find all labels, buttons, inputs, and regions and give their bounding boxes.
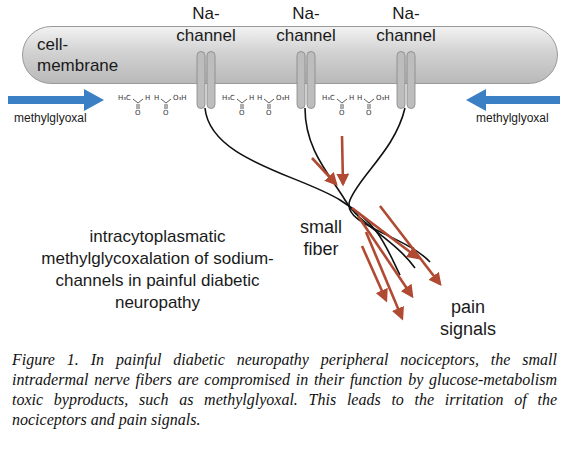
membrane-label: cell- membrane bbox=[37, 34, 118, 76]
atom-label: H bbox=[145, 95, 150, 102]
atom-label: O bbox=[339, 110, 345, 117]
cell-membrane-band: cell- membraneNa- channelNa- channelNa- … bbox=[22, 26, 558, 84]
label-holder: methylglyoxal bbox=[476, 112, 549, 124]
bond bbox=[139, 104, 140, 109]
fiber-label: small fiber bbox=[300, 216, 342, 260]
compound-label: methylglyoxal bbox=[14, 112, 87, 124]
bond bbox=[364, 99, 374, 103]
inflow-arrow bbox=[466, 89, 560, 111]
label-holder: H₃C bbox=[118, 95, 131, 102]
label-holder: H bbox=[249, 95, 254, 102]
bond bbox=[264, 99, 274, 103]
channel-pillar bbox=[207, 52, 215, 109]
channel-pillar bbox=[397, 52, 405, 109]
signal-arrow bbox=[366, 232, 402, 318]
bond bbox=[165, 104, 166, 109]
bond bbox=[337, 99, 347, 103]
bond bbox=[241, 104, 242, 109]
atom-label: O₃H bbox=[376, 95, 390, 102]
bond bbox=[268, 104, 269, 109]
label-holder: O₃H bbox=[376, 95, 390, 102]
signal-arrow bbox=[352, 208, 418, 258]
label-holder: O₃H bbox=[276, 95, 290, 102]
atom-label: H bbox=[357, 95, 362, 102]
atom-label: O₃H bbox=[173, 95, 187, 102]
atom-label: O bbox=[366, 110, 372, 117]
channel-label: Na- channel bbox=[276, 3, 336, 47]
signal-label: pain signals bbox=[440, 296, 496, 340]
bond bbox=[343, 104, 344, 109]
signal-arrow bbox=[342, 136, 343, 184]
atom-label: O bbox=[266, 110, 272, 117]
figure-caption: Figure 1. In painful diabetic neuropathy… bbox=[12, 350, 557, 430]
bond bbox=[243, 104, 244, 109]
atom-label: H bbox=[154, 95, 159, 102]
sodium-channel: Na- channel bbox=[372, 3, 440, 109]
fiber-line bbox=[349, 108, 430, 262]
label-holder: small fiber bbox=[300, 216, 342, 260]
atom-label: H bbox=[349, 95, 354, 102]
bond bbox=[133, 99, 143, 103]
label-holder: H bbox=[349, 95, 354, 102]
bond bbox=[368, 104, 369, 109]
label-holder: O bbox=[135, 110, 141, 117]
channel-pillar bbox=[197, 52, 205, 109]
atom-label: H₃C bbox=[322, 95, 335, 102]
label-holder: H bbox=[154, 95, 159, 102]
bond bbox=[341, 104, 342, 109]
label-holder: O bbox=[266, 110, 272, 117]
atom-label: O bbox=[163, 110, 169, 117]
label-holder: methylglyoxal bbox=[14, 112, 87, 124]
sodium-channel: Na- channel bbox=[272, 3, 340, 109]
label-holder: H bbox=[145, 95, 150, 102]
channel-label: Na- channel bbox=[376, 3, 436, 47]
signal-arrow bbox=[380, 206, 440, 284]
label-holder: O bbox=[339, 110, 345, 117]
label-holder: intracytoplasmatic methylglycoxalation o… bbox=[20, 226, 295, 314]
channel-pillar bbox=[407, 52, 415, 109]
bond bbox=[167, 104, 168, 109]
bond bbox=[237, 99, 247, 103]
channel-pillar bbox=[297, 52, 305, 109]
atom-label: H bbox=[257, 95, 262, 102]
atom-label: H₃C bbox=[118, 95, 131, 102]
atom-label: H bbox=[249, 95, 254, 102]
bond bbox=[137, 104, 138, 109]
label-holder: H bbox=[257, 95, 262, 102]
atom-label: O₃H bbox=[276, 95, 290, 102]
label-holder: O bbox=[163, 110, 169, 117]
atom-label: O bbox=[135, 110, 141, 117]
channel-pillar bbox=[307, 52, 315, 109]
bond bbox=[370, 104, 371, 109]
bond bbox=[270, 104, 271, 109]
label-holder: H₃C bbox=[322, 95, 335, 102]
label-holder: O bbox=[239, 110, 245, 117]
inflow-arrow bbox=[8, 89, 104, 111]
atom-label: H₃C bbox=[222, 95, 235, 102]
annotation-text: intracytoplasmatic methylglycoxalation o… bbox=[20, 226, 295, 314]
signal-arrow bbox=[312, 158, 336, 184]
sodium-channel: Na- channel bbox=[172, 3, 240, 109]
atom-label: O bbox=[239, 110, 245, 117]
compound-label: methylglyoxal bbox=[476, 112, 549, 124]
label-holder: H₃C bbox=[222, 95, 235, 102]
signal-arrow bbox=[362, 246, 386, 300]
bond bbox=[161, 99, 171, 103]
label-holder: H bbox=[357, 95, 362, 102]
channel-label: Na- channel bbox=[176, 3, 236, 47]
caption-holder: Figure 1. In painful diabetic neuropathy… bbox=[12, 350, 557, 430]
label-holder: O bbox=[366, 110, 372, 117]
label-holder: O₃H bbox=[173, 95, 187, 102]
label-holder: pain signals bbox=[440, 296, 496, 340]
